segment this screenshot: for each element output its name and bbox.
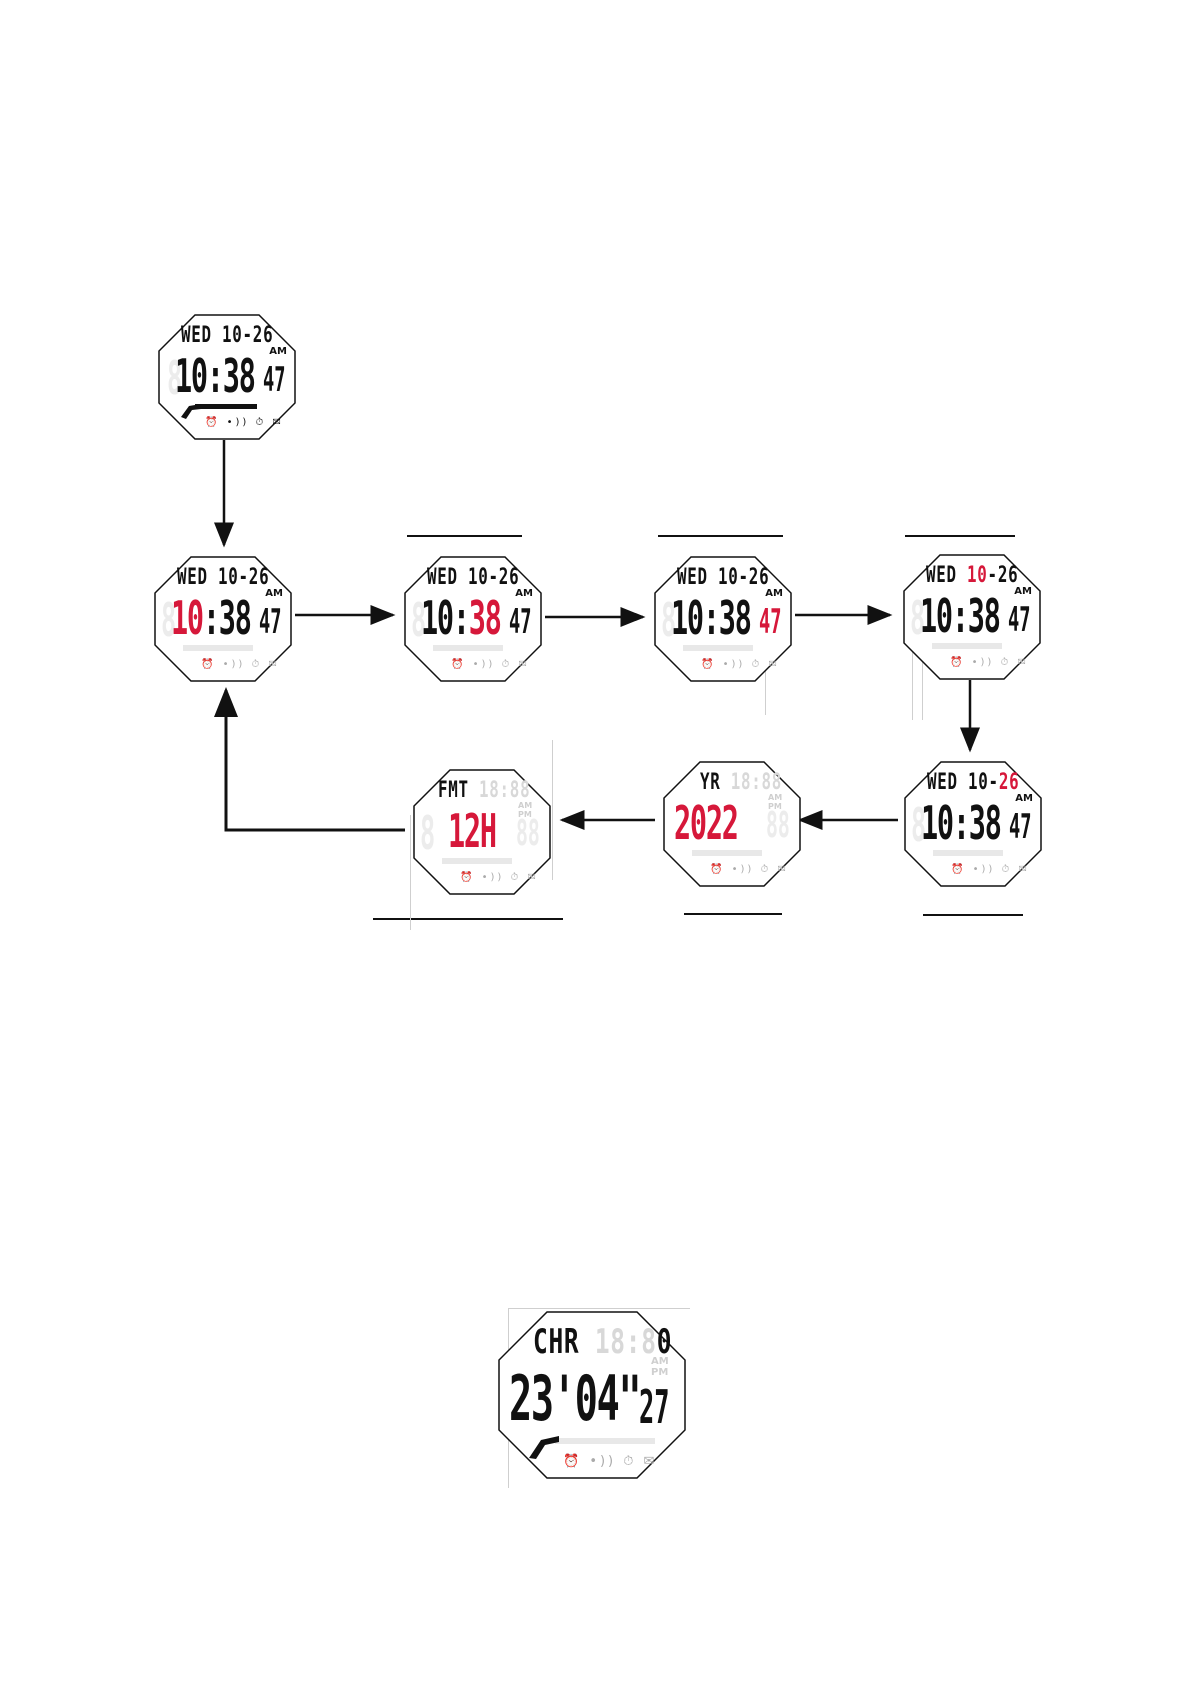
status-icons: ⏰ •)) ⏱ ✉ bbox=[460, 872, 539, 883]
watch-chronograph: CHR 18:80 AM PM 23'04" 27 ⏰ •)) ⏱ ✉ bbox=[497, 1310, 687, 1480]
day-date: WED 10-26 bbox=[181, 323, 274, 348]
watch-frame bbox=[498, 1311, 686, 1479]
status-icons: ⏰ •)) ⏱ ✉ bbox=[951, 864, 1030, 875]
rule-s2 bbox=[407, 535, 522, 537]
month-highlight: 10 bbox=[967, 563, 988, 588]
ampm-indicator: AM bbox=[515, 588, 533, 599]
mode-label: CHR 18:80 bbox=[533, 1322, 673, 1362]
guide-line bbox=[922, 650, 923, 720]
hundredths-display: 27 bbox=[639, 1380, 670, 1434]
year-value: 2022 bbox=[674, 796, 739, 850]
day-date: WED 10-26 bbox=[427, 565, 520, 590]
guide-line bbox=[912, 650, 913, 720]
bar-hook bbox=[181, 404, 201, 419]
seconds-display: 47 bbox=[1008, 600, 1031, 640]
mode-label: FMT 18:88 bbox=[438, 778, 531, 803]
time-display: 10:38 bbox=[920, 589, 1001, 643]
time-display: 10:38 bbox=[171, 591, 252, 645]
watch-set-second: WED 10-26 AM 8 10:38 47 ⏰ •)) ⏱ ✉ bbox=[653, 555, 793, 683]
ghost-segment: 8 bbox=[161, 593, 177, 647]
rule-s6 bbox=[684, 913, 782, 915]
watch-normal-display: WED 10-26 AM 8 10:38 47 ⏰ •)) ⏱ ✉ bbox=[157, 313, 297, 441]
ghost-segment: 88 bbox=[516, 813, 540, 854]
status-icons: ⏰ •)) ⏱ ✉ bbox=[563, 1454, 658, 1469]
progress-bar bbox=[442, 858, 512, 864]
rule-s3 bbox=[658, 535, 783, 537]
day-date: WED 10-26 bbox=[926, 563, 1019, 588]
progress-bar bbox=[692, 850, 762, 856]
ampm-indicator: AM bbox=[1015, 793, 1033, 804]
rule-s4 bbox=[905, 535, 1015, 537]
progress-bar bbox=[433, 645, 503, 651]
status-icons: ⏰ •)) ⏱ ✉ bbox=[950, 657, 1029, 668]
ghost-segment: 8 bbox=[911, 798, 927, 852]
progress-bar bbox=[933, 850, 1003, 856]
status-icons: ⏰ •)) ⏱ ✉ bbox=[201, 659, 280, 670]
bar-hook bbox=[529, 1436, 559, 1459]
progress-bar bbox=[183, 645, 253, 651]
time-display: 10:38 bbox=[671, 591, 752, 645]
time-display: 10:38 bbox=[421, 591, 502, 645]
watch-set-hour: WED 10-26 AM 8 10:38 47 ⏰ •)) ⏱ ✉ bbox=[153, 555, 293, 683]
day-date: WED 10-26 bbox=[927, 770, 1020, 795]
ghost-segment: 88 bbox=[766, 805, 790, 846]
ampm-indicator: AM PM bbox=[651, 1356, 669, 1378]
progress-bar bbox=[683, 645, 753, 651]
day-date: WED 10-26 bbox=[177, 565, 270, 590]
ampm-indicator: AM bbox=[765, 588, 783, 599]
rule-s7 bbox=[373, 918, 563, 920]
progress-bar bbox=[932, 643, 1002, 649]
ampm-indicator: AM PM bbox=[768, 793, 783, 811]
status-icons: ⏰ •)) ⏱ ✉ bbox=[451, 659, 530, 670]
hour-highlight: 10 bbox=[171, 591, 204, 645]
ghost-segment: 8 bbox=[910, 591, 926, 645]
day-date: WED 10-26 bbox=[677, 565, 770, 590]
seconds-highlight: 47 bbox=[759, 602, 782, 642]
status-icons: ⏰ •)) ⏱ ✉ bbox=[205, 417, 284, 428]
progress-bar bbox=[195, 404, 257, 409]
guide-line bbox=[410, 815, 411, 930]
seconds-display: 47 bbox=[1009, 807, 1032, 847]
rule-s5 bbox=[923, 914, 1023, 916]
ghost-segment: 8 bbox=[411, 593, 427, 647]
ampm-indicator: AM bbox=[1014, 586, 1032, 597]
ampm-indicator: AM bbox=[265, 588, 283, 599]
format-value: 12H bbox=[448, 804, 497, 858]
guide-line bbox=[508, 1308, 690, 1309]
mode-label: YR 18:88 bbox=[700, 770, 783, 795]
time-display: 10:38 bbox=[175, 349, 256, 403]
ghost-segment: 8 bbox=[167, 351, 183, 405]
minute-highlight: 38 bbox=[468, 591, 502, 645]
guide-line bbox=[552, 740, 553, 880]
seconds-display: 47 bbox=[263, 360, 286, 400]
watch-set-year: YR 18:88 AM PM 2022 88 ⏰ •)) ⏱ ✉ bbox=[662, 760, 802, 888]
ampm-indicator: AM PM bbox=[518, 801, 533, 819]
guide-line bbox=[765, 650, 766, 715]
watch-set-minute: WED 10-26 AM 8 10:38 47 ⏰ •)) ⏱ ✉ bbox=[403, 555, 543, 683]
day-highlight: 26 bbox=[998, 770, 1020, 795]
time-display: 10:38 bbox=[921, 796, 1002, 850]
status-icons: ⏰ •)) ⏱ ✉ bbox=[701, 659, 780, 670]
ghost-segment: 8 bbox=[420, 806, 436, 860]
seconds-display: 47 bbox=[259, 602, 282, 642]
watch-set-month: WED 10-26 AM 8 10:38 47 ⏰ •)) ⏱ ✉ bbox=[902, 553, 1042, 681]
ghost-segment: 8 bbox=[661, 593, 677, 647]
ampm-indicator: AM bbox=[269, 346, 287, 357]
progress-bar bbox=[555, 1438, 655, 1444]
seconds-display: 47 bbox=[509, 602, 532, 642]
arrow-s7-to-s1 bbox=[214, 687, 405, 832]
status-icons: ⏰ •)) ⏱ ✉ bbox=[710, 864, 789, 875]
watch-set-format: FMT 18:88 AM PM 8 12H 88 ⏰ •)) ⏱ ✉ bbox=[412, 768, 552, 896]
watch-set-day: WED 10-26 AM 8 10:38 47 ⏰ •)) ⏱ ✉ bbox=[903, 760, 1043, 888]
chrono-time: 23'04" bbox=[509, 1362, 642, 1435]
